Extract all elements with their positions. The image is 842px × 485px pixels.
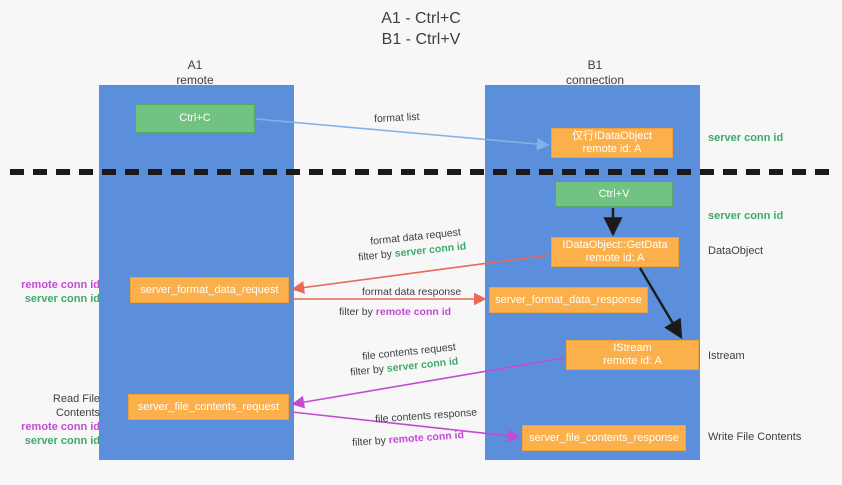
left-label-read-file-contents: Read File Contents <box>52 393 100 419</box>
node-file-contents-response-label: server_file_contents_response <box>529 431 679 444</box>
lane-b1-name: B1 <box>587 58 603 72</box>
node-ctrl-v-label: Ctrl+V <box>598 187 630 200</box>
filter-value-remote-conn-id: remote conn id <box>375 306 452 318</box>
lane-header-a1: A1 remote <box>115 58 275 88</box>
right-label-dataobject: DataObject <box>708 245 764 257</box>
node-istream-line1: IStream <box>613 342 652 354</box>
filter-prefix: filter by <box>351 434 390 449</box>
right-label-server-conn-id-1: server conn id <box>708 132 784 144</box>
edge-label-format-data-response: format data response <box>362 286 462 298</box>
page-title: A1 - Ctrl+C B1 - Ctrl+V <box>0 8 842 50</box>
edge-label-format-data-response-filter: filter by remote conn id <box>339 305 451 319</box>
node-server-file-contents-response[interactable]: server_file_contents_response <box>522 425 686 451</box>
title-line-2: B1 - Ctrl+V <box>381 31 461 48</box>
right-label-istream: Istream <box>708 350 745 362</box>
node-idataobject-line1: 仅行IDataObject <box>571 130 653 142</box>
node-ctrl-v[interactable]: Ctrl+V <box>555 181 673 207</box>
node-idataobject[interactable]: 仅行IDataObject remote id: A <box>551 128 673 158</box>
right-label-write-file-contents: Write File Contents <box>708 431 802 443</box>
node-istream[interactable]: IStream remote id: A <box>566 340 699 370</box>
node-idataobject-getdata[interactable]: IDataObject::GetData remote id: A <box>551 237 679 267</box>
left-label-server-conn-id-2: server conn id <box>24 435 100 447</box>
lane-a1-name: A1 <box>187 58 203 72</box>
left-label-remote-conn-id-2: remote conn id <box>21 421 100 433</box>
node-server-file-contents-request[interactable]: server_file_contents_request <box>128 394 289 420</box>
node-istream-line2: remote id: A <box>603 355 662 367</box>
node-server-format-data-response[interactable]: server_format_data_response <box>489 287 648 313</box>
node-getdata-line2: remote id: A <box>585 252 645 264</box>
left-label-remote-conn-id-1: remote conn id <box>21 279 100 291</box>
lane-a1-subtitle: remote <box>176 73 214 87</box>
node-file-contents-request-label: server_file_contents_request <box>137 400 280 413</box>
filter-prefix: filter by <box>349 362 388 379</box>
node-ctrl-c[interactable]: Ctrl+C <box>135 104 255 133</box>
filter-value-remote-conn-id: remote conn id <box>388 429 465 447</box>
node-ctrl-c-label: Ctrl+C <box>179 112 211 124</box>
node-server-format-data-request[interactable]: server_format_data_request <box>130 277 289 303</box>
left-label-group-format: remote conn id server conn id <box>8 278 100 306</box>
edge-label-file-contents-response: file contents response <box>374 406 478 426</box>
right-label-server-conn-id-2: server conn id <box>708 210 784 222</box>
edge-label-file-contents-response-filter: filter by remote conn id <box>352 428 465 450</box>
node-getdata-line1: IDataObject::GetData <box>562 239 668 251</box>
filter-prefix: filter by <box>357 247 396 264</box>
title-line-1: A1 - Ctrl+C <box>381 10 461 27</box>
left-label-server-conn-id-1: server conn id <box>24 293 100 305</box>
lane-b1-subtitle: connection <box>565 73 625 87</box>
node-idataobject-line2: remote id: A <box>582 143 642 155</box>
node-format-data-response-label: server_format_data_response <box>495 293 642 306</box>
edge-label-format-list: format list <box>373 110 420 126</box>
node-format-data-request-label: server_format_data_request <box>140 283 279 296</box>
left-label-group-file-contents: Read File Contents remote conn id server… <box>8 392 100 448</box>
lane-header-b1: B1 connection <box>515 58 675 88</box>
filter-prefix: filter by <box>339 306 376 318</box>
